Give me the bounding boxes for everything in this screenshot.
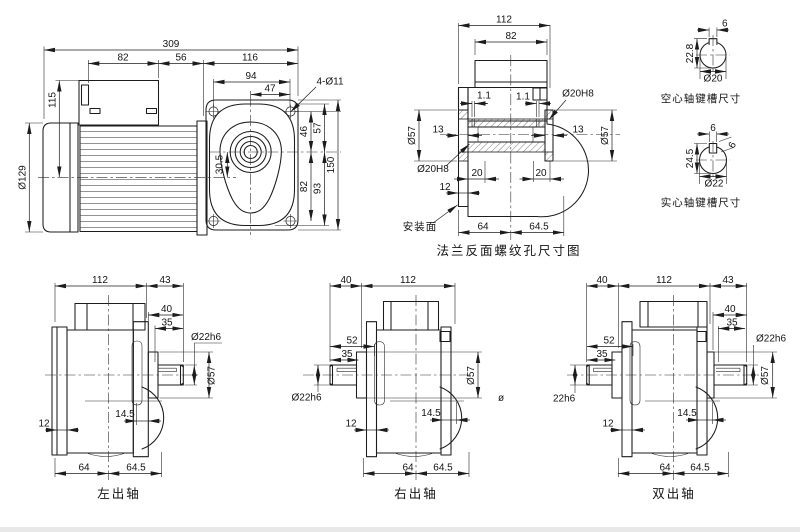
terminal-box-outline	[78, 79, 160, 126]
dim-150: 150	[326, 156, 337, 173]
dim-dia-20: Ø20	[704, 74, 723, 85]
side-view-drawing: 309 82 56 116 94 47 4-Ø11 115 Ø129 30.5 …	[18, 39, 344, 236]
dim-22-8: 22.8	[685, 43, 696, 63]
dim-57-right: Ø57	[600, 126, 611, 145]
dim-64-5-r: 64.5	[433, 463, 453, 474]
dim-12-r: 12	[345, 419, 357, 430]
right-output-view: 40 112 52 35 Ø22h6 Ø57 14.5 12 64 64.5 右…	[292, 275, 505, 501]
dim-57: 57	[313, 122, 324, 134]
dim-key-depth-solid: 6	[727, 140, 740, 150]
dim-24-5: 24.5	[685, 148, 696, 168]
dim-bore-left: Ø20H8	[417, 164, 449, 175]
dim-shaft-r: Ø22h6	[292, 393, 322, 404]
left-view-caption: 左出轴	[97, 486, 141, 501]
dim-57-r: Ø57	[466, 366, 477, 385]
solid-shaft-keyway-detail: 6 24.5 Ø22 6 实心轴键槽尺寸	[661, 123, 742, 209]
dim-shaft-left-d: 22h6	[553, 394, 576, 405]
gearcase-plate-d	[621, 321, 633, 458]
fan-cover-outline	[42, 122, 79, 233]
dim-57-l: Ø57	[207, 366, 218, 385]
dim-64-5f: 64.5	[529, 222, 549, 233]
dim-52-d: 52	[603, 336, 615, 347]
dim-35-l: 35	[161, 318, 173, 329]
dim-35-left-d: 35	[596, 349, 608, 360]
dim-20-right: 20	[535, 168, 547, 179]
dim-129: Ø129	[18, 165, 29, 190]
dim-82: 82	[117, 53, 129, 64]
dim-13-right: 13	[572, 125, 584, 136]
dim-112-r: 112	[400, 275, 416, 286]
dim-shaft-right-d: Ø22h6	[756, 334, 786, 345]
dim-93: 93	[313, 183, 324, 195]
dim-14-5-r: 14.5	[421, 408, 441, 419]
dim-309: 309	[163, 39, 180, 50]
hollow-shaft-keyway-detail: 6 22.8 Ø20 空心轴键槽尺寸	[661, 19, 742, 106]
motor-body-right-view	[375, 329, 442, 454]
dim-12-d: 12	[602, 419, 614, 430]
solid-keyway-caption: 实心轴键槽尺寸	[661, 196, 742, 209]
dim-35-r: 35	[341, 349, 353, 360]
motor-body-double-view	[631, 329, 698, 454]
dim-52-r: 52	[346, 336, 358, 347]
left-output-view: 112 43 40 35 Ø22h6 Ø57 14.5 12 64 64.5 左…	[38, 275, 222, 501]
dim-14-5-d: 14.5	[677, 408, 697, 419]
flange-caption: 法兰反面螺纹孔尺寸图	[436, 244, 581, 258]
dim-12f: 12	[439, 182, 451, 193]
dim-40-right-d: 40	[724, 304, 736, 315]
dim-43-l: 43	[159, 275, 171, 286]
hub-section-lower	[467, 141, 546, 153]
dim-64f: 64	[477, 222, 489, 233]
dim-13-left: 13	[432, 125, 444, 136]
front-section-view: 112 82 1.1 1.1 Ø20H8 Ø20H8 Ø57 Ø57 13 13…	[403, 15, 620, 258]
motor-fins	[80, 131, 197, 228]
dim-64-l: 64	[78, 463, 90, 474]
dim-dia-22: Ø22	[705, 179, 724, 190]
gearcase-plate-r	[365, 321, 378, 458]
dim-12-l: 12	[38, 419, 50, 430]
dim-14-5-l: 14.5	[115, 409, 135, 420]
dim-groove-a: 1.1	[477, 91, 491, 102]
motor-body-left-view	[66, 329, 134, 454]
dim-116: 116	[242, 53, 258, 64]
dim-46: 46	[299, 126, 310, 138]
dim-56: 56	[175, 53, 187, 64]
dim-40-d: 40	[596, 275, 608, 286]
dim-shaft-l: Ø22h6	[191, 332, 221, 343]
dim-47: 47	[264, 84, 276, 95]
dim-bolt-holes: 4-Ø11	[316, 77, 343, 88]
dim-key-width-solid: 6	[710, 123, 716, 134]
dim-64-5-l: 64.5	[126, 463, 146, 474]
double-output-view: 40 112 43 52 35 40 35 22h6 Ø22h6 Ø57 14.…	[553, 275, 786, 501]
dim-bore-top: Ø20H8	[562, 89, 594, 100]
dim-64-r: 64	[402, 463, 414, 474]
stray-diameter-glyph: ø	[498, 393, 504, 404]
dim-64-5-d: 64.5	[690, 463, 710, 474]
dim-112-d: 112	[656, 275, 672, 286]
dim-40-r: 40	[340, 275, 352, 286]
right-view-caption: 右出轴	[394, 486, 438, 501]
mounting-surface-label: 安装面	[403, 220, 438, 233]
dim-57-d: Ø57	[760, 366, 771, 385]
dim-43-d: 43	[722, 275, 734, 286]
dim-115: 115	[48, 92, 59, 108]
dim-35-right-d: 35	[726, 318, 738, 329]
dim-30-5: 30.5	[215, 154, 226, 174]
dim-112: 112	[496, 15, 512, 26]
hollow-keyway-caption: 空心轴键槽尺寸	[661, 92, 742, 105]
hub-section-upper	[467, 118, 546, 128]
dim-40-l: 40	[161, 304, 173, 315]
dim-64-d: 64	[659, 463, 671, 474]
dim-112-l: 112	[92, 275, 108, 286]
dim-groove-b: 1.1	[516, 92, 530, 103]
dim-key-width-hollow: 6	[722, 19, 728, 30]
dim-82v: 82	[299, 181, 310, 193]
dim-20-left: 20	[471, 168, 483, 179]
dim-57-left: Ø57	[407, 126, 418, 145]
double-view-caption: 双出轴	[652, 486, 696, 501]
dim-82f: 82	[505, 31, 517, 42]
dim-94: 94	[245, 71, 257, 82]
